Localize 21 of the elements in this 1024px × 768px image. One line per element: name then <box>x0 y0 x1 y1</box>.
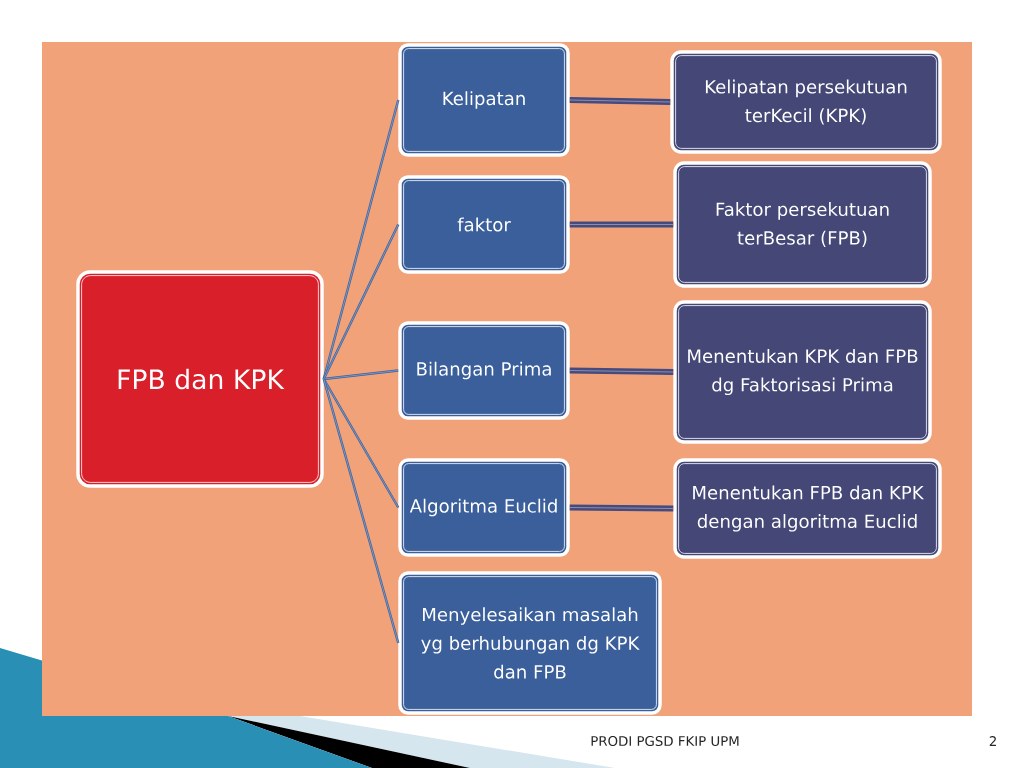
subtopic-box: Kelipatan <box>398 43 570 157</box>
connector-line <box>569 367 674 375</box>
subtopic-box: faktor <box>398 175 570 274</box>
footer-text: PRODI PGSD FKIP UPM <box>591 735 739 747</box>
connector-line <box>322 224 400 380</box>
connector-line <box>323 369 399 381</box>
page-number: 2 <box>989 736 996 746</box>
connector-line <box>569 221 674 228</box>
subtopic-box: Menyelesaikan masalah yg berhubungan dg KPK dan FPB <box>398 571 662 715</box>
connector-line <box>569 97 671 105</box>
detail-box: Faktor persekutuan terBesar (FPB) <box>673 161 932 288</box>
connector-line <box>322 378 400 509</box>
detail-box: Menentukan KPK dan FPB dg Faktorisasi Prima <box>673 300 932 444</box>
detail-box: Menentukan FPB dan KPK dengan algoritma Euclid <box>673 458 942 559</box>
detail-box: Kelipatan persekutuan terKecil (KPK) <box>670 50 942 154</box>
connector-line <box>322 99 400 380</box>
subtopic-box: Algoritma Euclid <box>398 458 570 557</box>
connector-line <box>569 504 674 512</box>
connector-line <box>322 378 400 644</box>
subtopic-box: Bilangan Prima <box>398 321 570 420</box>
topic-box: FPB dan KPK <box>76 270 324 488</box>
